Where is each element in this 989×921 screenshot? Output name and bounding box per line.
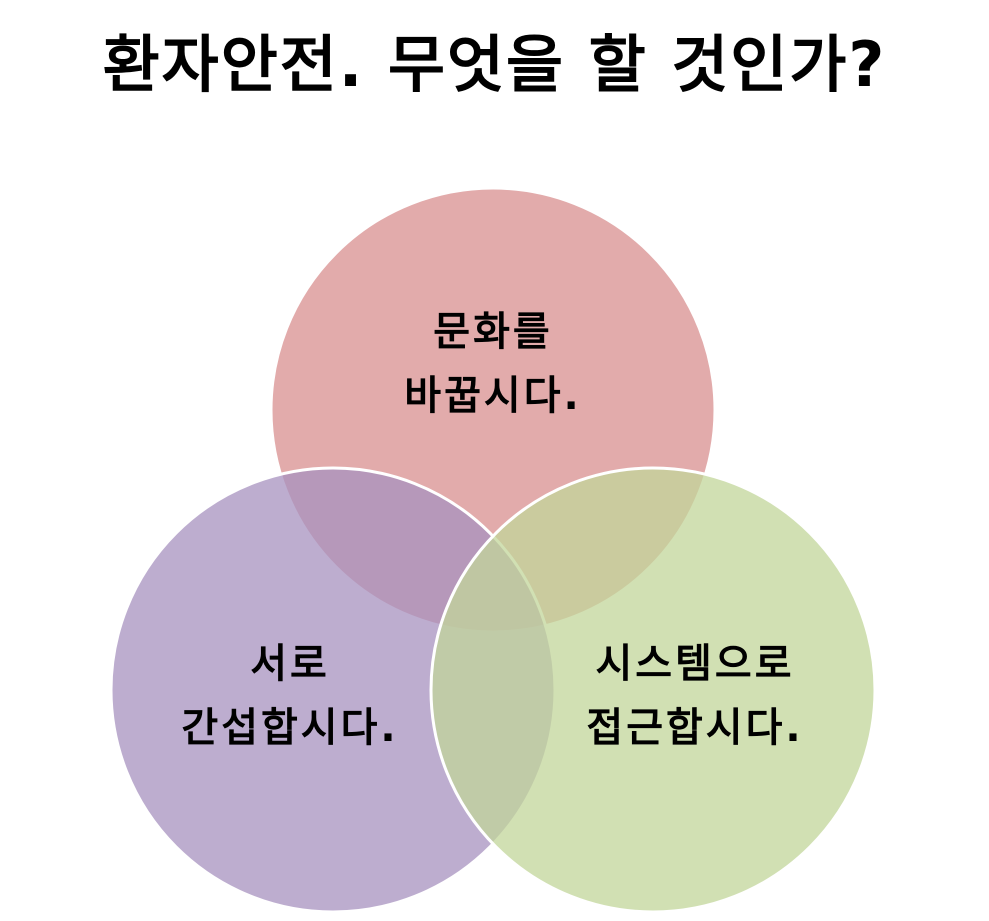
circle-label-system: 시스템으로 접근합시다. [545, 632, 845, 760]
label-line: 서로 [250, 641, 330, 687]
circle-system [429, 466, 877, 914]
label-line: 시스템으로 [595, 641, 795, 687]
page-title: 환자안전. 무엇을 할 것인가? [102, 28, 887, 101]
circle-label-culture: 문화를 바꿉시다. [343, 300, 643, 428]
circle-label-interfere: 서로 간섭합시다. [140, 632, 440, 760]
label-line: 문화를 [433, 309, 553, 355]
label-line: 바꿉시다. [404, 373, 582, 419]
label-line: 접근합시다. [586, 705, 804, 751]
label-line: 간섭합시다. [181, 705, 399, 751]
